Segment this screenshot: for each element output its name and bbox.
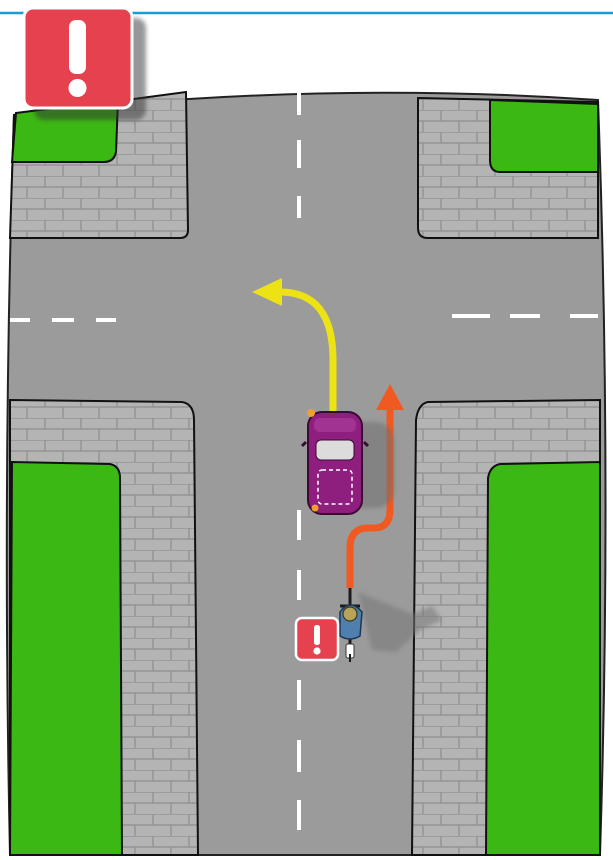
corner-top-right [418, 98, 598, 238]
warning-exclamation-dot [69, 79, 87, 97]
corner-bottom-right [412, 400, 600, 855]
corner-bottom-left [10, 400, 198, 855]
cyclist-warning-badge [296, 618, 338, 660]
warning-badge-icon [24, 8, 146, 120]
car-icon [302, 409, 368, 514]
exclamation-icon [314, 625, 320, 645]
warning-exclamation-bar [69, 20, 86, 74]
